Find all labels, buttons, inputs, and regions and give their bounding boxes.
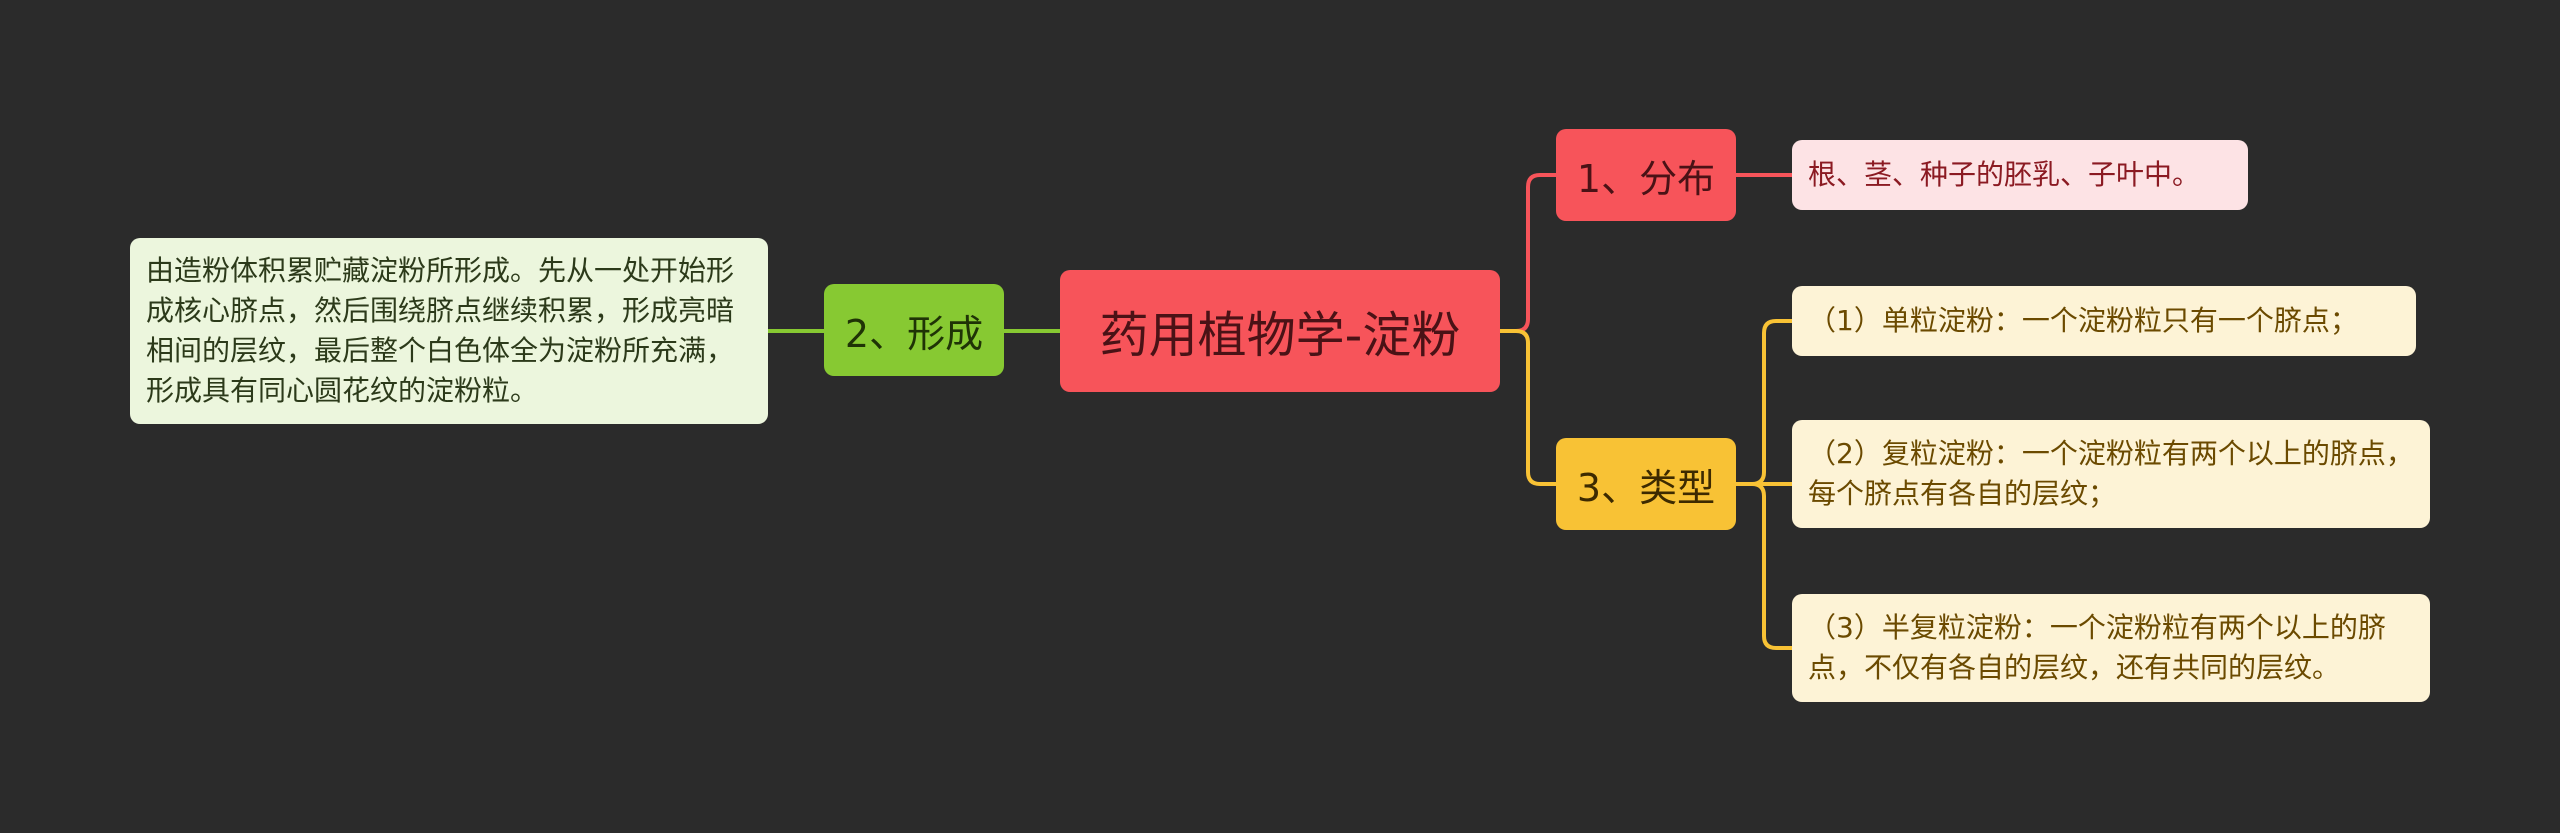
root-label: 药用植物学-淀粉 — [1099, 306, 1461, 364]
link-root-types — [1500, 329, 1556, 486]
formation-detail-text: 由造粉体积累贮藏淀粉所形成。先从一处开始形成核心脐点，然后围绕脐点继续积累，形成… — [146, 254, 735, 407]
link-types-item-1 — [1736, 319, 1792, 486]
type-item-compound[interactable]: （2）复粒淀粉：一个淀粉粒有两个以上的脐点，每个脐点有各自的层纹； — [1792, 420, 2430, 528]
distribution-detail-text: 根、茎、种子的胚乳、子叶中。 — [1808, 158, 2201, 191]
branch-distribution-label: 1、分布 — [1576, 156, 1716, 201]
branch-formation-label: 2、形成 — [844, 311, 984, 356]
branch-formation[interactable]: 2、形成 — [824, 284, 1004, 376]
branch-types[interactable]: 3、类型 — [1556, 438, 1736, 530]
type-item-compound-text: （2）复粒淀粉：一个淀粉粒有两个以上的脐点，每个脐点有各自的层纹； — [1808, 437, 2414, 510]
link-root-distribution — [1500, 173, 1556, 333]
type-item-semi-compound[interactable]: （3）半复粒淀粉：一个淀粉粒有两个以上的脐点，不仅有各自的层纹，还有共同的层纹。 — [1792, 594, 2430, 702]
type-item-single-text: （1）单粒淀粉：一个淀粉粒只有一个脐点； — [1808, 304, 2358, 337]
branch-types-label: 3、类型 — [1576, 465, 1716, 510]
branch-distribution[interactable]: 1、分布 — [1556, 129, 1736, 221]
link-types-item-3 — [1736, 482, 1792, 650]
distribution-detail[interactable]: 根、茎、种子的胚乳、子叶中。 — [1792, 140, 2248, 210]
root-node[interactable]: 药用植物学-淀粉 — [1060, 270, 1500, 392]
type-item-semi-compound-text: （3）半复粒淀粉：一个淀粉粒有两个以上的脐点，不仅有各自的层纹，还有共同的层纹。 — [1808, 611, 2386, 684]
type-item-single[interactable]: （1）单粒淀粉：一个淀粉粒只有一个脐点； — [1792, 286, 2416, 356]
formation-detail[interactable]: 由造粉体积累贮藏淀粉所形成。先从一处开始形成核心脐点，然后围绕脐点继续积累，形成… — [130, 238, 768, 424]
